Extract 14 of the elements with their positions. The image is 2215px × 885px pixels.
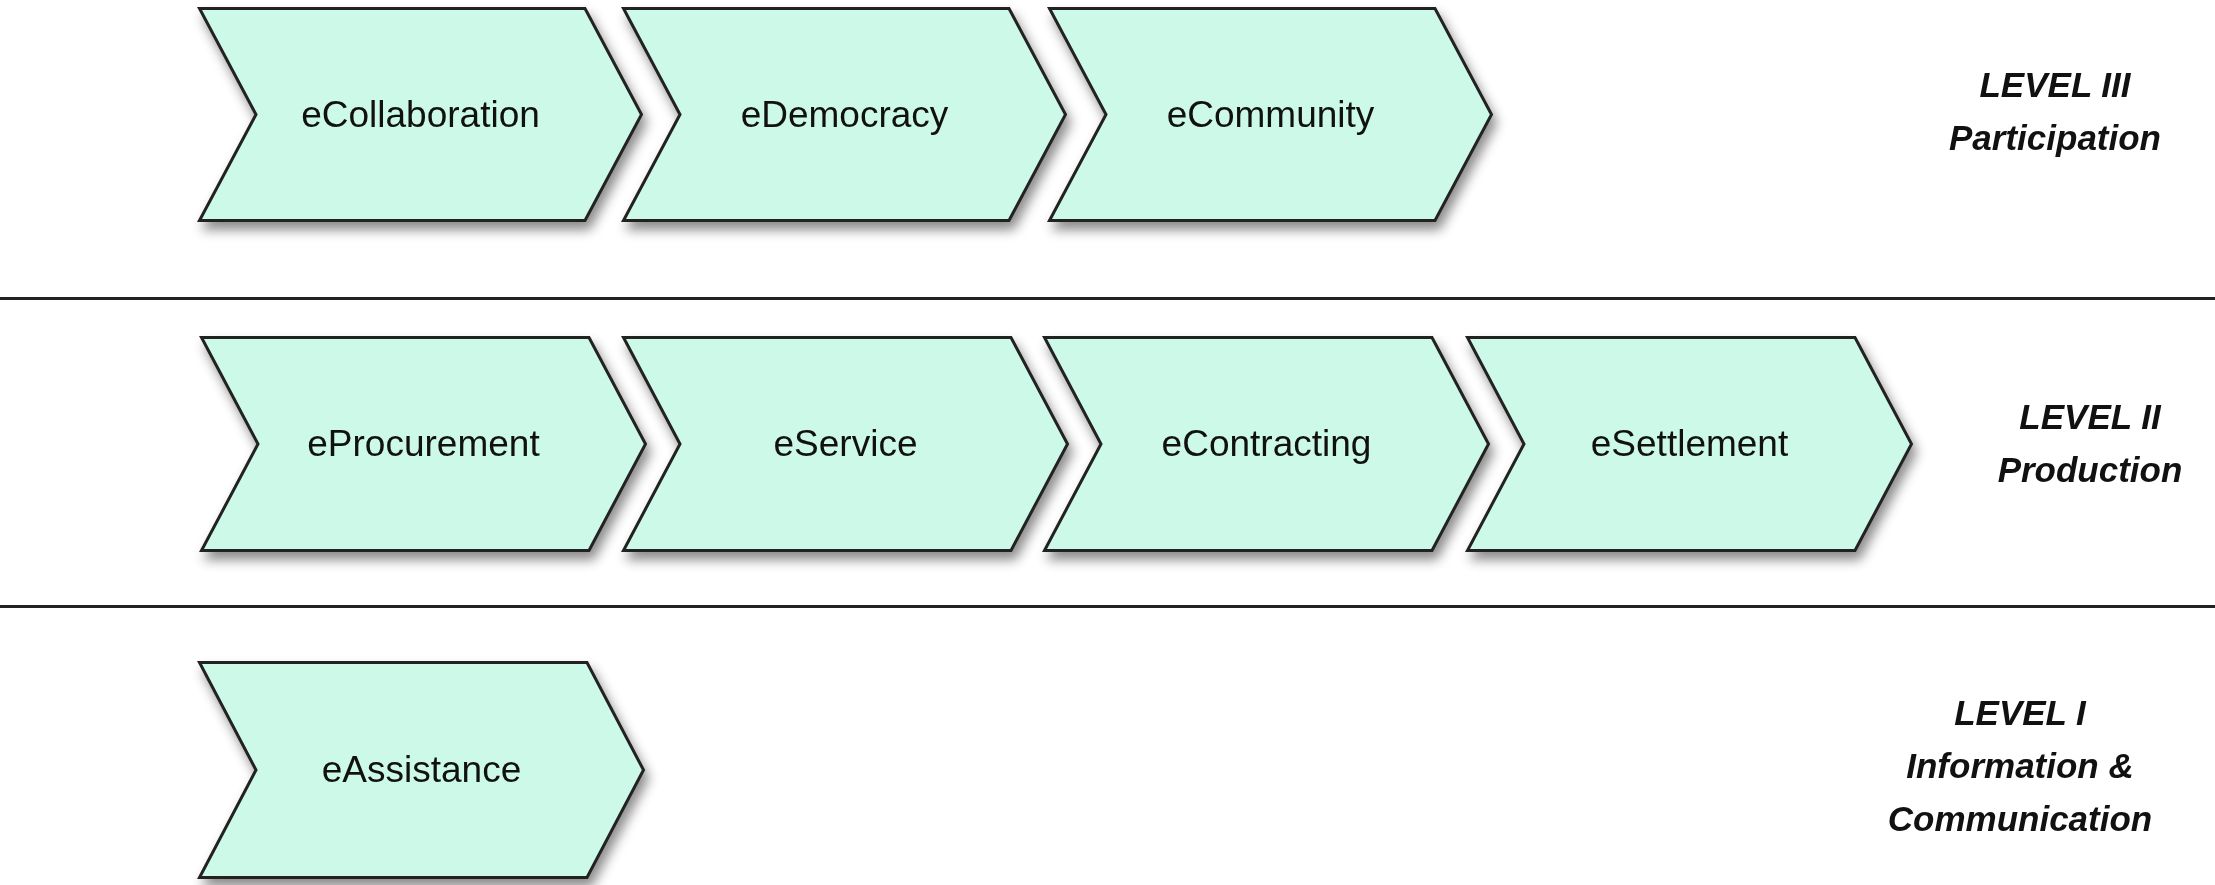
level-heading: LEVEL II [2018, 396, 2163, 438]
chevron-label: eService [773, 423, 918, 465]
chevron-label: eProcurement [307, 423, 540, 465]
chevron-label: eSettlement [1590, 423, 1789, 465]
chevron-label: eContracting [1161, 423, 1372, 465]
level-name: Information & Communication [1886, 745, 2154, 840]
chevron-label: eDemocracy [740, 93, 949, 136]
chevron-label: eCommunity [1166, 93, 1375, 136]
chevron-label: eAssistance [321, 749, 522, 791]
chevron-label: eCollaboration [301, 93, 540, 136]
level-heading: LEVEL I [1953, 692, 2088, 734]
level-name: Participation [1948, 117, 2162, 159]
level-heading: LEVEL III [1978, 64, 2132, 106]
level-name: Production [1996, 449, 2184, 491]
